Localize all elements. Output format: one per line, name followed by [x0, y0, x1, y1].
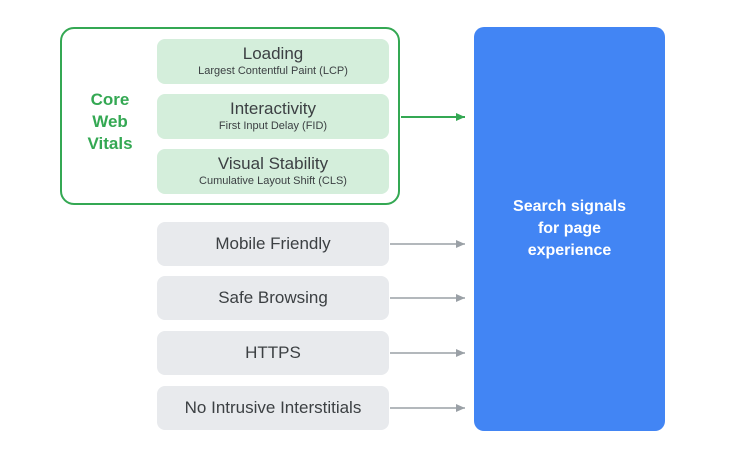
metric-box-interactivity: Interactivity First Input Delay (FID): [157, 94, 389, 139]
metric-subtitle: First Input Delay (FID): [218, 120, 328, 132]
page-experience-line: Search signals: [513, 198, 626, 215]
signal-box-no-intrusive-interstitials: No Intrusive Interstitials: [157, 386, 389, 430]
metric-subtitle: Largest Contentful Paint (LCP): [198, 65, 348, 77]
metric-subtitle: Cumulative Layout Shift (CLS): [199, 175, 347, 187]
page-experience-box: Search signals for page experience: [474, 27, 665, 431]
page-experience-line: for page: [537, 220, 602, 237]
page-experience-line: experience: [527, 242, 612, 259]
signal-box-mobile-friendly: Mobile Friendly: [157, 222, 389, 266]
metric-box-loading: Loading Largest Contentful Paint (LCP): [157, 39, 389, 84]
signal-box-safe-browsing: Safe Browsing: [157, 276, 389, 320]
core-web-vitals-label: Core Web Vitals: [72, 89, 148, 155]
cwv-label-line: Web: [92, 112, 128, 131]
metric-box-visual-stability: Visual Stability Cumulative Layout Shift…: [157, 149, 389, 194]
page-experience-label: Search signals for page experience: [495, 196, 645, 262]
metric-title: Interactivity: [230, 99, 316, 118]
core-web-vitals-group: [60, 27, 400, 205]
metric-title: Loading: [242, 44, 304, 63]
cwv-label-line: Vitals: [87, 134, 133, 153]
metric-title: Visual Stability: [217, 154, 329, 173]
cwv-label-line: Core: [90, 90, 130, 109]
signal-box-https: HTTPS: [157, 331, 389, 375]
